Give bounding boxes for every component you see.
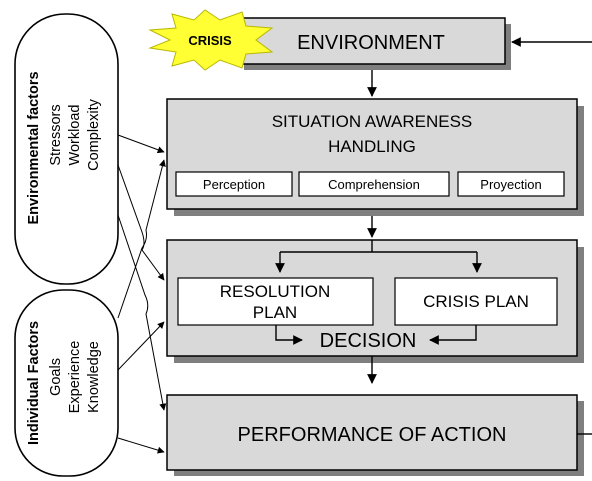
ind-factor-experience: Experience	[67, 341, 83, 414]
env-factor-complexity: Complexity	[86, 98, 102, 170]
environment-label: ENVIRONMENT	[297, 32, 445, 54]
comprehension-label: Comprehension	[328, 177, 420, 192]
environment-box: ENVIRONMENT	[237, 17, 511, 70]
crisis-plan-box	[394, 277, 558, 326]
ind-to-performance-connector	[117, 437, 165, 454]
sa-title-line1: SITUATION AWARENESS	[272, 112, 473, 131]
perception-label: Perception	[203, 177, 265, 192]
env-to-decision-connector	[117, 164, 165, 281]
decision-label: DECISION	[320, 330, 417, 352]
crisis-label: CRISIS	[188, 33, 232, 48]
proyection-box	[457, 171, 565, 197]
factor-connectors	[117, 134, 167, 454]
individual-factors-pill: Individual Factors Goals Experience Know…	[14, 289, 119, 477]
ind-factor-knowledge: Knowledge	[86, 341, 102, 413]
crisis-plan-label: CRISIS PLAN	[423, 292, 529, 311]
decision-box: RESOLUTION PLAN CRISIS PLAN DECISION	[166, 239, 584, 363]
crisis-burst: CRISIS	[148, 9, 274, 71]
ind-factor-goals: Goals	[48, 358, 64, 396]
performance-box: PERFORMANCE OF ACTION	[166, 394, 584, 476]
perception-box	[175, 171, 293, 197]
env-to-performance-connector	[117, 214, 167, 411]
resolution-plan-line2: PLAN	[253, 303, 297, 322]
resolution-plan-line1: RESOLUTION	[220, 282, 331, 301]
env-factor-stressors: Stressors	[48, 104, 64, 165]
ind-to-sa-connector	[117, 159, 166, 319]
resolution-to-decision-arrow	[275, 325, 303, 345]
ind-to-decision-connector	[117, 321, 165, 371]
environmental-factors-pill: Environmental factors Stressors Workload…	[14, 13, 119, 285]
proyection-label: Proyection	[480, 177, 541, 192]
performance-label: PERFORMANCE OF ACTION	[238, 424, 507, 446]
branch-line	[280, 240, 477, 253]
env-to-sa-connector	[117, 134, 165, 154]
environmental-factors-title: Environmental factors	[26, 71, 42, 224]
comprehension-box	[298, 171, 450, 197]
env-factor-workload: Workload	[67, 105, 83, 166]
situation-awareness-box: SITUATION AWARENESS HANDLING Perception …	[166, 98, 584, 216]
sa-title-line2: HANDLING	[328, 137, 416, 156]
crisisplan-to-decision-arrow	[429, 325, 477, 345]
individual-factors-title: Individual Factors	[26, 321, 42, 445]
